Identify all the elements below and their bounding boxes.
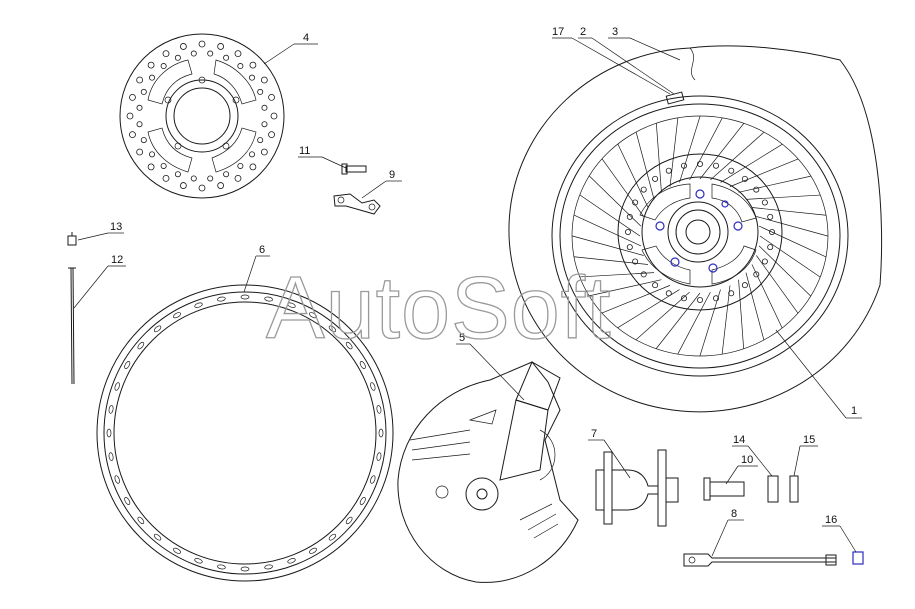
callout-11: 11	[299, 145, 310, 157]
callout-7: 7	[591, 428, 597, 440]
brake-disc	[119, 33, 285, 199]
callout-1: 1	[851, 405, 857, 417]
callout-13: 13	[110, 221, 122, 233]
leader-lines	[73, 37, 862, 557]
spoke	[68, 267, 76, 385]
callout-14: 14	[733, 434, 745, 446]
watermark: AutoSoft	[266, 258, 612, 357]
bushing-15	[789, 475, 799, 503]
callout-10: 10	[741, 454, 753, 466]
spacer-10	[703, 477, 745, 501]
callout-labels: 1 2 3 4 5 6 7 8 9 10 11 12 13 14 15 16 1…	[110, 26, 857, 526]
callout-4: 4	[303, 32, 309, 44]
callout-8: 8	[731, 508, 737, 520]
bolt-11	[341, 163, 367, 175]
spoke-nipple	[67, 232, 77, 246]
rim	[96, 284, 394, 582]
hub-7	[595, 449, 679, 527]
disc-guard	[397, 361, 579, 583]
nut-16	[852, 551, 864, 565]
axle-8	[683, 553, 837, 567]
callout-17: 17	[552, 26, 564, 38]
callout-2: 2	[580, 26, 586, 38]
bushing-14	[767, 475, 779, 503]
callout-12: 12	[111, 254, 123, 266]
bracket-9	[333, 193, 381, 215]
callout-9: 9	[389, 169, 395, 181]
callout-6: 6	[259, 244, 265, 256]
callout-16: 16	[825, 514, 837, 526]
callout-15: 15	[803, 434, 815, 446]
callout-5: 5	[459, 332, 465, 344]
callout-3: 3	[612, 26, 618, 38]
assembled-wheel	[508, 45, 883, 413]
